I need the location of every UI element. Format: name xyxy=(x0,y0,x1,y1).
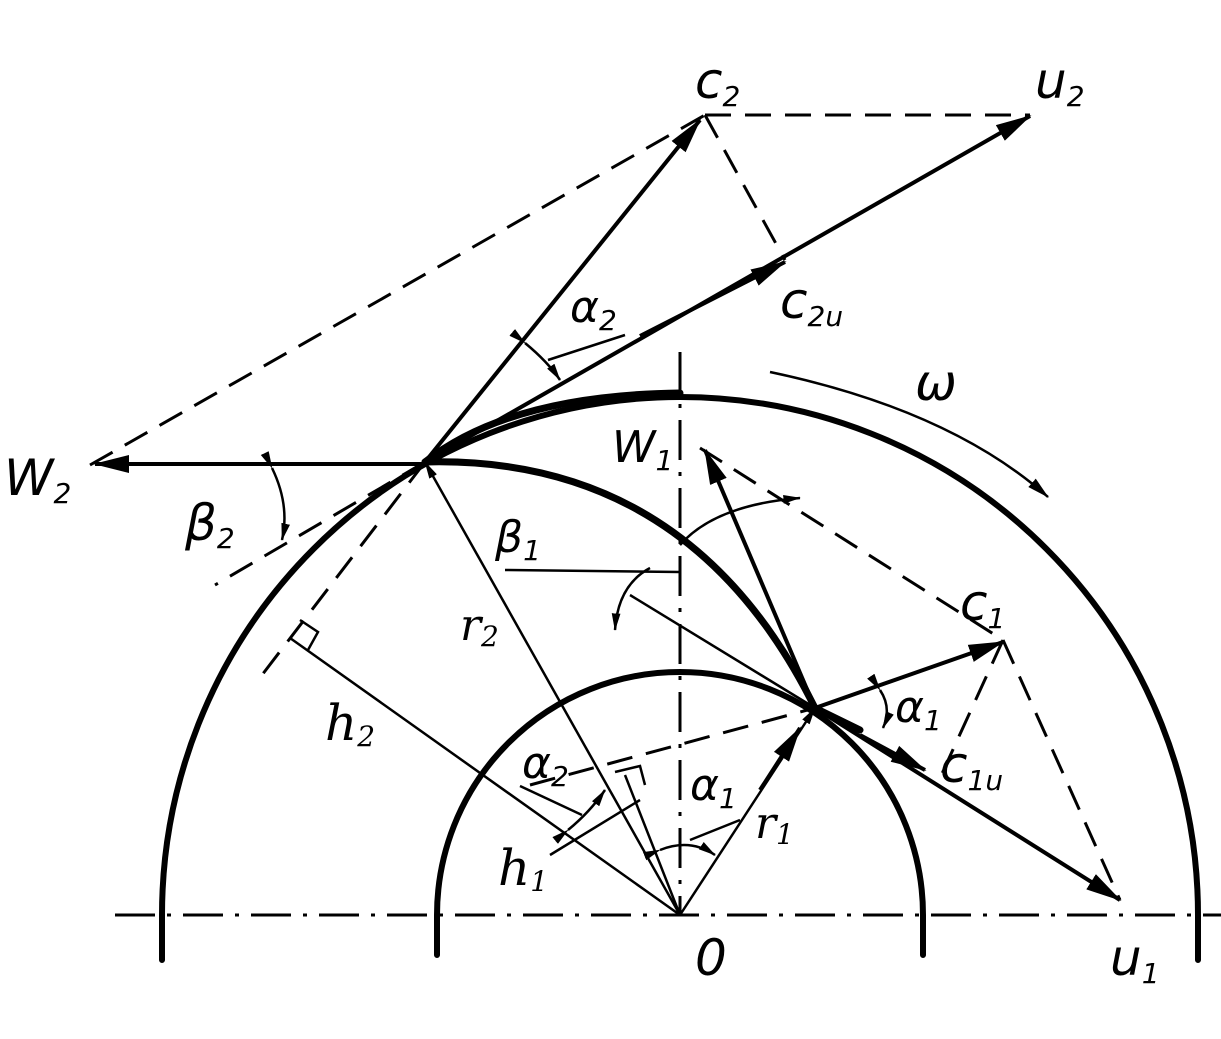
label-alpha2-low: α2 xyxy=(522,738,569,793)
vector-w1 xyxy=(703,448,817,709)
label-c2u: c2u xyxy=(780,272,843,333)
right-angle-h2 xyxy=(299,618,320,651)
label-alpha1-right: α1 xyxy=(895,682,942,737)
alpha1-low-leader xyxy=(689,818,741,842)
beta1-ref-line xyxy=(504,568,681,574)
label-h2: h2 xyxy=(325,694,375,753)
label-u1: u1 xyxy=(1110,929,1160,990)
arc-beta1 xyxy=(679,495,801,546)
label-c2: c2 xyxy=(695,52,740,113)
label-r1: r1 xyxy=(755,798,794,851)
arc-beta2 xyxy=(260,451,290,541)
label-h1: h1 xyxy=(498,839,548,898)
label-w1: W1 xyxy=(612,422,673,477)
vector-u2 xyxy=(424,114,1032,464)
alpha2-low-leader xyxy=(519,784,583,817)
h1-extension-dashed xyxy=(529,706,816,787)
h1-leader xyxy=(549,798,641,857)
label-w2: W2 xyxy=(4,449,71,510)
label-u2: u2 xyxy=(1035,52,1085,113)
outer-circle-r2 xyxy=(159,394,1201,963)
label-alpha2-top: α2 xyxy=(570,282,617,337)
right-angle-h1 xyxy=(614,764,647,786)
r2-line xyxy=(423,461,682,916)
blade-lower xyxy=(421,458,864,734)
tangent-dashed-outer xyxy=(260,461,427,676)
h2-line xyxy=(289,636,681,917)
alpha2-top-leader xyxy=(547,333,626,362)
beta1-blade-line xyxy=(629,593,816,710)
vector-c1 xyxy=(814,640,1005,710)
blade-upper xyxy=(421,389,684,466)
inner-circle-r1 xyxy=(434,669,926,958)
arc-beta1-lower xyxy=(611,566,651,631)
label-beta2: β2 xyxy=(184,494,235,555)
label-r2: r2 xyxy=(460,600,499,653)
label-beta1: β1 xyxy=(494,512,541,567)
arc-alpha1-low xyxy=(642,842,716,861)
c2-c2u-dashed xyxy=(703,114,787,261)
label-omega: ω xyxy=(915,354,957,412)
arc-alpha2-low xyxy=(552,789,607,844)
w1-c1-dashed xyxy=(699,446,1004,642)
vector-c2 xyxy=(423,118,702,464)
w2-extension-dashed xyxy=(214,460,426,587)
vector-r1-arrow xyxy=(758,726,802,792)
label-alpha1-low: α1 xyxy=(690,760,737,815)
c1-u1-dashed xyxy=(1001,639,1122,901)
arc-alpha1-right xyxy=(867,673,894,729)
vector-c1u-arrow xyxy=(859,733,927,772)
label-c1u: c1u xyxy=(940,736,1003,797)
c2-w2-dashed xyxy=(89,113,706,467)
vector-c2u-arrow xyxy=(639,260,787,338)
label-c1: c1 xyxy=(960,574,1005,635)
label-origin: 0 xyxy=(695,929,727,987)
arc-omega xyxy=(769,370,1049,498)
c1-c1u-dashed xyxy=(938,639,1005,779)
arc-alpha2-top xyxy=(509,329,562,381)
